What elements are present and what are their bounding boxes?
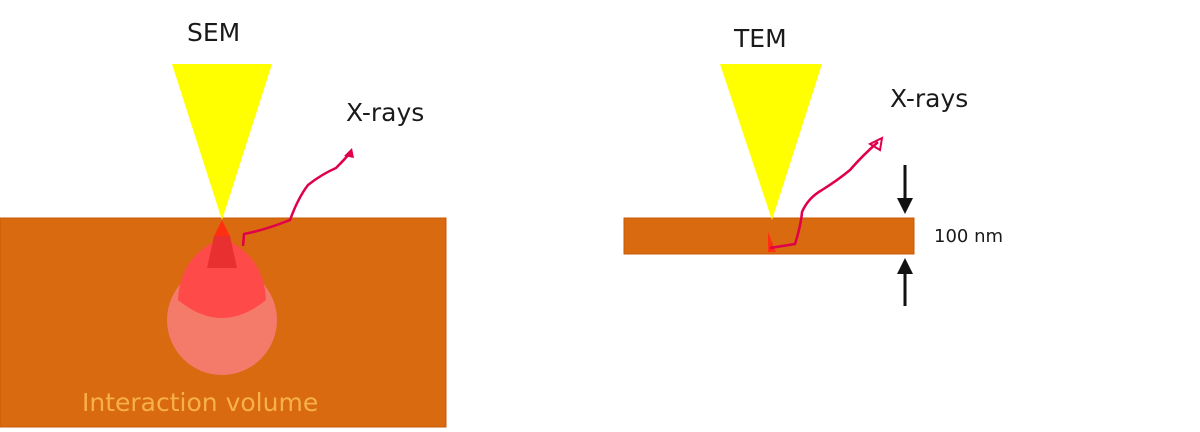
sem-electron-beam	[172, 64, 272, 220]
sem-xray-arrowhead	[344, 148, 354, 158]
thickness-arrow-bottom	[897, 258, 913, 306]
tem-xray-path	[769, 141, 879, 250]
tem-electron-beam	[720, 64, 822, 220]
interaction-volume-label: Interaction volume	[82, 388, 319, 417]
sem-xray-path	[241, 152, 351, 247]
interaction-volume	[167, 220, 277, 375]
sem-title: SEM	[187, 18, 241, 47]
tem-title: TEM	[734, 24, 787, 53]
thickness-label: 100 nm	[934, 226, 1004, 247]
sem-xray-label: X-rays	[346, 98, 425, 127]
tem-xray-arrowhead	[867, 136, 884, 152]
thickness-arrow-top	[897, 165, 913, 214]
tem-xray-label: X-rays	[890, 84, 969, 113]
